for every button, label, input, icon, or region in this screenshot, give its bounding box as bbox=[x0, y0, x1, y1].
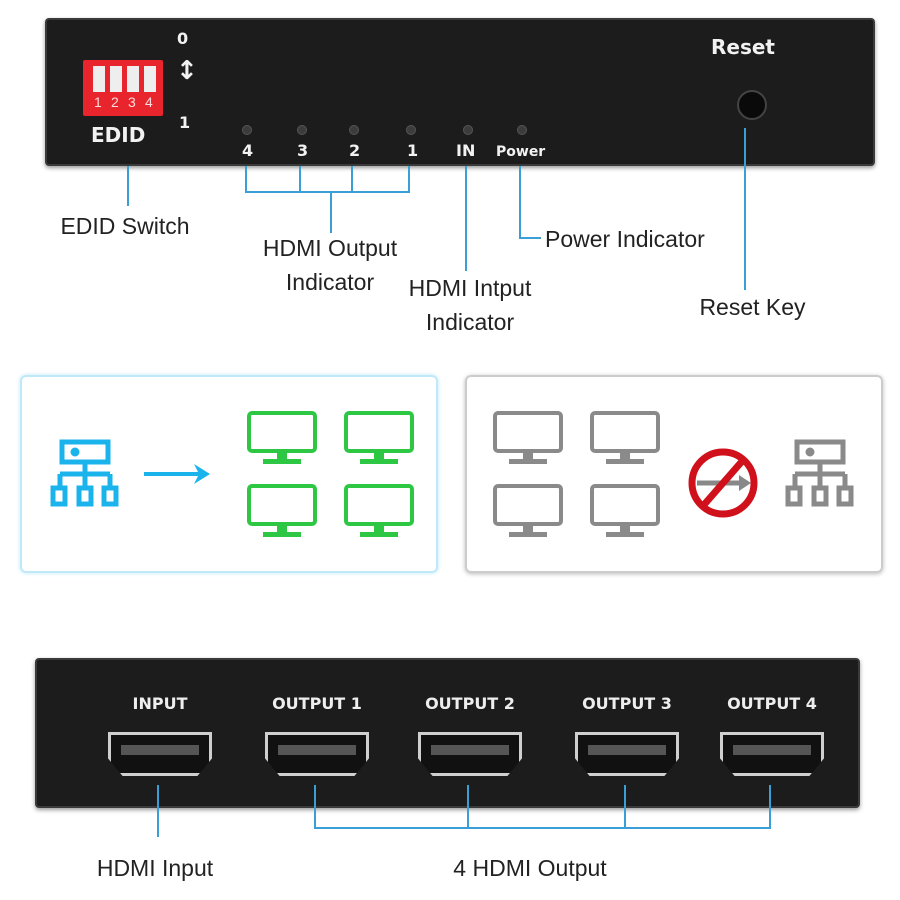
hdmi-output-port-4[interactable] bbox=[720, 732, 824, 776]
splitter-rear-panel: INPUT OUTPUT 1 OUTPUT 2 OUTPUT 3 OUTPUT … bbox=[35, 658, 860, 808]
callout-line bbox=[769, 785, 771, 829]
hdmi-input-port[interactable] bbox=[108, 732, 212, 776]
reset-button[interactable] bbox=[737, 90, 767, 120]
network-source-icon bbox=[785, 439, 854, 507]
hdmi-output-port-3[interactable] bbox=[575, 732, 679, 776]
port-label: OUTPUT 2 bbox=[425, 694, 515, 713]
port-label: OUTPUT 4 bbox=[727, 694, 817, 713]
prohibited-icon bbox=[688, 448, 758, 518]
callout-line bbox=[351, 166, 353, 193]
led-label: 3 bbox=[297, 141, 309, 160]
callout-line bbox=[519, 237, 541, 239]
monitor-icon bbox=[590, 411, 660, 464]
hdmi-input-indicator-caption: HDMI Intput Indicator bbox=[408, 275, 532, 335]
monitor-icon bbox=[344, 484, 414, 537]
reset-key-caption: Reset Key bbox=[699, 294, 806, 320]
led-label: 4 bbox=[242, 141, 254, 160]
led-input bbox=[463, 125, 473, 135]
led-label: 1 bbox=[407, 141, 419, 160]
led-output-4 bbox=[242, 125, 252, 135]
callout-line bbox=[330, 191, 332, 233]
edid-switch-caption: EDID Switch bbox=[60, 213, 190, 239]
callout-line bbox=[744, 128, 746, 290]
switch-number: 2 bbox=[111, 94, 119, 110]
port-label: INPUT bbox=[132, 694, 188, 713]
monitor-icon bbox=[247, 484, 317, 537]
dip-toggle[interactable] bbox=[144, 66, 156, 92]
reset-label: Reset bbox=[711, 35, 775, 59]
callout-line bbox=[314, 785, 316, 829]
switch-position-0: 0 bbox=[177, 29, 189, 48]
monitor-icon bbox=[590, 484, 660, 537]
dip-toggle[interactable] bbox=[127, 66, 139, 92]
network-source-icon bbox=[50, 439, 119, 507]
port-label: OUTPUT 1 bbox=[272, 694, 362, 713]
callout-line bbox=[314, 827, 771, 829]
arrow-right-icon bbox=[144, 464, 210, 484]
no-reverse-panel bbox=[465, 375, 883, 573]
callout-line bbox=[408, 166, 410, 193]
led-label: 2 bbox=[349, 141, 361, 160]
edid-label: EDID bbox=[91, 123, 146, 147]
callout-line bbox=[465, 166, 467, 271]
power-indicator-caption: Power Indicator bbox=[545, 226, 705, 252]
dip-toggle[interactable] bbox=[110, 66, 122, 92]
callout-line bbox=[127, 166, 129, 206]
monitor-icon bbox=[247, 411, 317, 464]
active-split-panel bbox=[20, 375, 438, 573]
port-label: OUTPUT 3 bbox=[582, 694, 672, 713]
callout-line bbox=[519, 166, 521, 238]
led-output-1 bbox=[406, 125, 416, 135]
hdmi-output-port-1[interactable] bbox=[265, 732, 369, 776]
switch-position-1: 1 bbox=[179, 113, 191, 132]
callout-line bbox=[157, 785, 159, 837]
switch-number: 4 bbox=[145, 94, 153, 110]
callout-line bbox=[245, 191, 410, 193]
up-down-arrow-icon: ↕ bbox=[176, 56, 198, 86]
monitor-icon bbox=[344, 411, 414, 464]
hdmi-output-port-2[interactable] bbox=[418, 732, 522, 776]
switch-number: 1 bbox=[94, 94, 102, 110]
hdmi-output-indicator-caption: HDMI Output Indicator bbox=[262, 235, 398, 295]
edid-dip-switch[interactable]: 1 2 3 4 bbox=[83, 60, 163, 116]
hdmi-output-caption: 4 HDMI Output bbox=[453, 855, 607, 881]
led-label: Power bbox=[496, 144, 546, 160]
led-power bbox=[517, 125, 527, 135]
dip-toggle[interactable] bbox=[93, 66, 105, 92]
led-output-2 bbox=[349, 125, 359, 135]
led-output-3 bbox=[297, 125, 307, 135]
monitor-icon bbox=[493, 484, 563, 537]
switch-number: 3 bbox=[128, 94, 136, 110]
splitter-front-panel: 1 2 3 4 EDID 0 ↕ 1 4 3 2 1 IN Power Rese… bbox=[45, 18, 875, 166]
callout-line bbox=[624, 785, 626, 829]
callout-line bbox=[299, 166, 301, 193]
monitor-icon bbox=[493, 411, 563, 464]
callout-line bbox=[245, 166, 247, 193]
callout-line bbox=[467, 785, 469, 829]
hdmi-input-caption: HDMI Input bbox=[96, 855, 214, 881]
led-label: IN bbox=[456, 141, 476, 160]
